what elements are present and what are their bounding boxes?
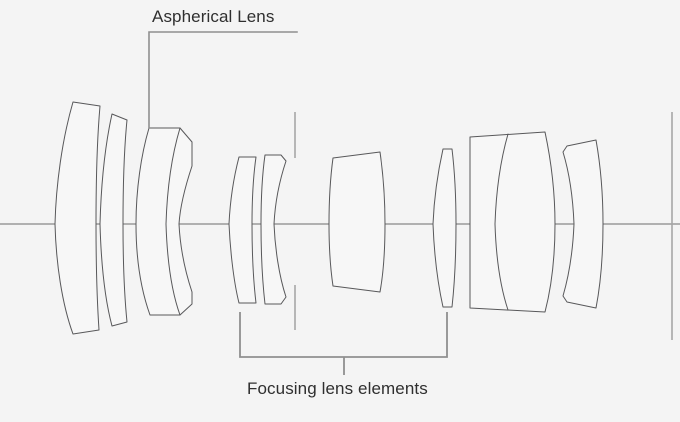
lens-element-9-cement-surface [494,133,509,311]
lens-element-3-4-doublet [135,127,193,316]
lens-element-3-cement-surface [165,127,181,316]
lens-element-9-10-doublet [469,131,556,313]
lens-element-7 [328,151,386,293]
focusing-lens-elements-label: Focusing lens elements [247,379,428,398]
focusing-bracket [239,312,448,358]
lens-element-6 [260,154,287,305]
lens-element-8 [432,148,457,308]
lens-element-11 [562,139,604,309]
lens-element-2 [99,113,128,327]
lens-element-5 [228,156,257,304]
lens-element-1 [54,101,101,335]
aspherical-leader-line [148,31,298,129]
aspherical-lens-label: Aspherical Lens [152,7,275,26]
